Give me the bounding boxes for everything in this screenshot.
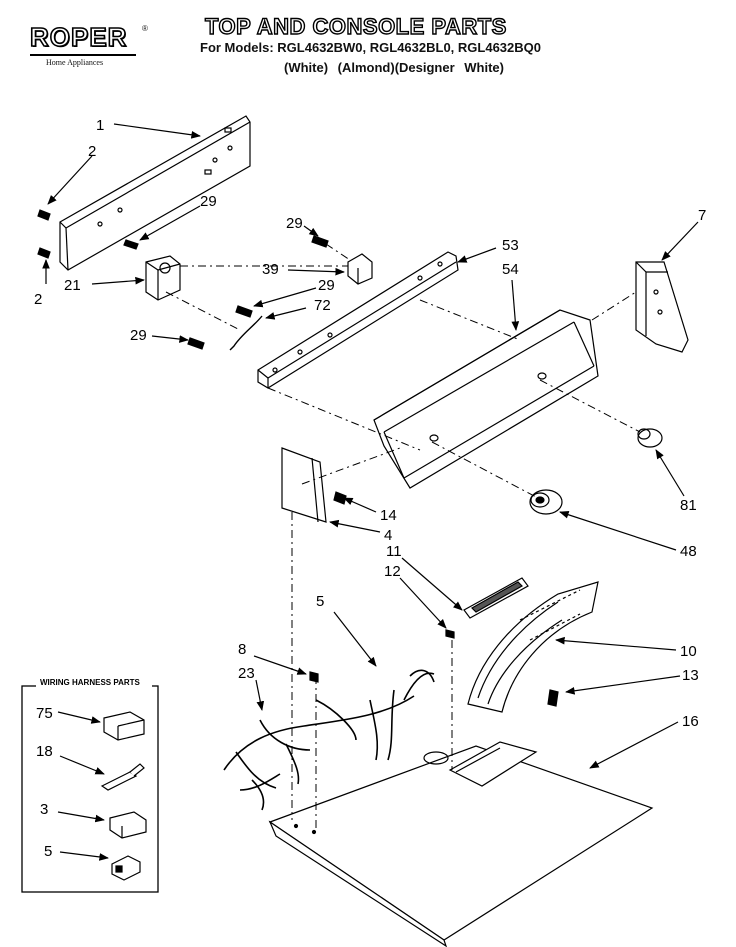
wire-harness-part: [223, 669, 435, 811]
screw-part-13: [547, 689, 559, 707]
callouts: 1 2 29 2 21 29 39 29 72 29 53 54 7 81 14…: [34, 117, 706, 730]
callout-75: 75: [36, 705, 53, 722]
screw-part-29c: [235, 305, 253, 318]
callout-23: 23: [238, 665, 255, 682]
callout-2a: 2: [88, 143, 96, 160]
lens-part-11: [463, 577, 529, 619]
callout-21: 21: [64, 277, 81, 294]
top-panel-part: [268, 741, 654, 947]
callout-8: 8: [238, 641, 246, 658]
screw-part-29a: [123, 239, 139, 250]
end-cap-part: [635, 261, 689, 353]
callout-39: 39: [262, 261, 279, 278]
callout-29c: 29: [318, 277, 335, 294]
callout-7: 7: [698, 207, 706, 224]
callout-72: 72: [314, 297, 331, 314]
callout-13: 13: [682, 667, 699, 684]
screw-part-29d: [187, 337, 205, 350]
clip-part-12: [445, 629, 455, 639]
screw-part-2a: [37, 209, 51, 221]
callout-29d: 29: [130, 327, 147, 344]
timer-part: [145, 255, 181, 301]
screw-part-29b: [311, 235, 329, 248]
terminal-part-18: [100, 763, 145, 791]
screw-part-2b: [37, 247, 51, 259]
callout-29b: 29: [286, 215, 303, 232]
callout-53: 53: [502, 237, 519, 254]
connector-part-5: [111, 855, 141, 881]
callout-16: 16: [682, 713, 699, 730]
callout-5b: 5: [44, 843, 52, 860]
callout-18: 18: [36, 743, 53, 760]
callout-48: 48: [680, 543, 697, 560]
console-panel-part: [373, 309, 599, 489]
callout-5: 5: [316, 593, 324, 610]
page-title: TOP AND CONSOLE PARTS: [204, 13, 507, 39]
color-list: (White) (Almond)(Designer White): [284, 60, 504, 75]
logo-wordmark: ROPER: [29, 22, 128, 52]
logo-subtitle: Home Appliances: [46, 58, 104, 67]
knob-part-48: [529, 489, 563, 515]
control-board-part: [467, 581, 599, 713]
callout-14: 14: [380, 507, 397, 524]
callout-1: 1: [96, 117, 104, 134]
knob-part-81: [637, 428, 663, 448]
callout-29a: 29: [200, 193, 217, 210]
console-bracket-part: [257, 251, 459, 389]
connector-part-8: [309, 671, 319, 683]
wiring-harness-box: WIRING HARNESS PARTS 75 18 3 5: [21, 675, 159, 893]
callout-12: 12: [384, 563, 401, 580]
logo-trademark: ®: [142, 24, 148, 33]
callout-11: 11: [386, 543, 402, 560]
leader-arrows: [42, 123, 699, 769]
wiring-box-title: WIRING HARNESS PARTS: [40, 678, 141, 687]
callout-2b: 2: [34, 291, 42, 308]
callout-10: 10: [680, 643, 697, 660]
model-list: For Models: RGL4632BW0, RGL4632BL0, RGL4…: [200, 40, 541, 55]
connector-part-75: [103, 711, 145, 741]
wire-part-72: [229, 315, 263, 351]
logo-underline: [30, 54, 136, 56]
callout-3: 3: [40, 801, 48, 818]
callout-81: 81: [680, 497, 697, 514]
connector-part-3: [109, 811, 147, 839]
bracket-part-39: [347, 253, 373, 285]
alignment-lines: [165, 243, 641, 832]
roper-logo: ROPER ® Home Appliances: [29, 22, 148, 67]
callout-4: 4: [384, 527, 392, 544]
end-cap-left-part: [281, 447, 327, 523]
callout-54: 54: [502, 261, 519, 278]
back-panel-part: [59, 115, 251, 271]
